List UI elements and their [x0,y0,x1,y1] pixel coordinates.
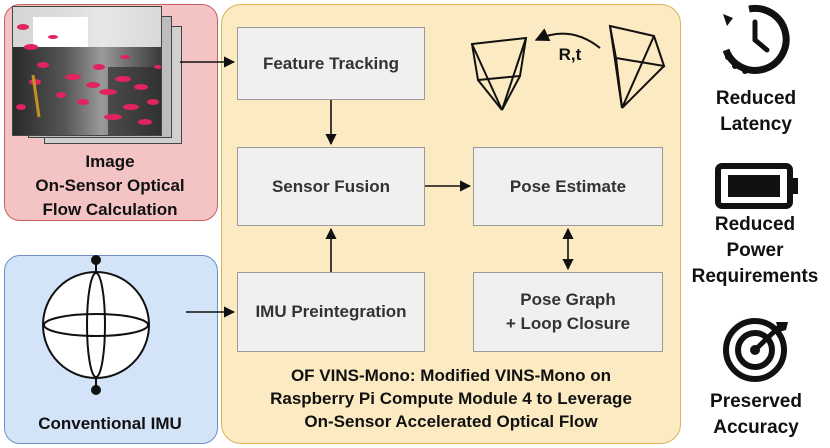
optical-flow-vectors [13,7,161,135]
pipeline-caption: OF VINS-Mono: Modified VINS-Mono on Rasp… [270,366,632,431]
feature-tracking-box: Feature Tracking [237,27,425,100]
benefit-power-label: Reduced Power Requirements [691,214,819,287]
sensor-fusion-box: Sensor Fusion [237,147,425,226]
rt-label: R,t [558,45,582,64]
pose-graph-box: Pose Graph + Loop Closure [473,272,663,352]
camera-image-frame [12,6,162,136]
benefit-latency-label: Reduced Latency [715,88,797,135]
imu-preintegration-box: IMU Preintegration [237,272,425,352]
battery-icon [715,163,798,209]
imu-label: Conventional IMU [38,414,182,433]
target-icon [723,318,788,382]
clock-icon [722,4,790,74]
benefit-accuracy-label: Preserved Accuracy [710,391,802,438]
optical-flow-label: Image On-Sensor Optical Flow Calculation [35,152,185,219]
pose-estimate-box: Pose Estimate [473,147,663,226]
